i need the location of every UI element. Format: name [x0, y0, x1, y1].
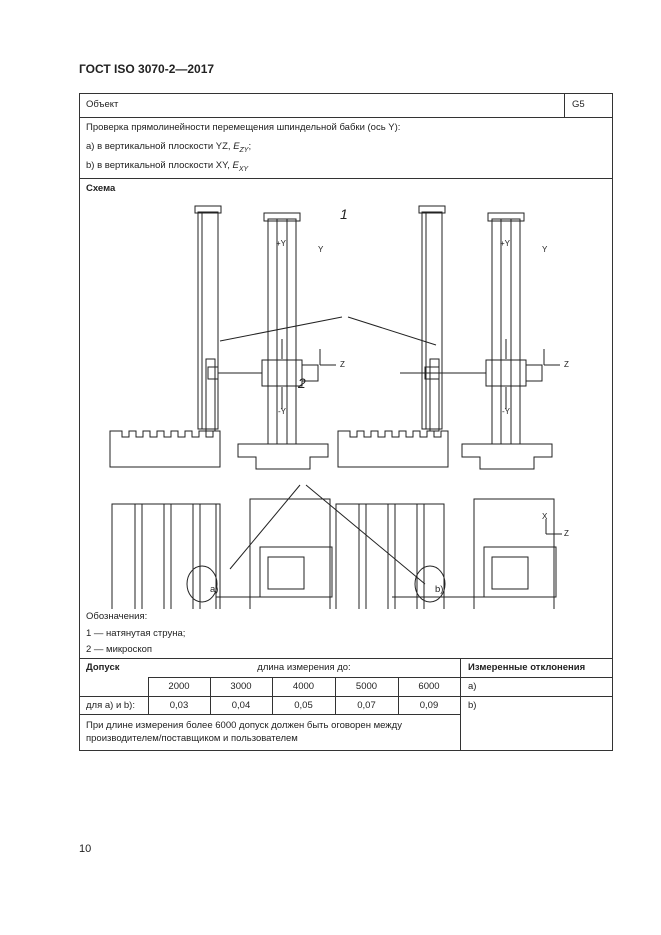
item-a-end: ; [248, 141, 252, 152]
microscope-a [207, 366, 219, 380]
length-header: длина измерения до: [257, 662, 351, 673]
axis-label-y: Y [542, 245, 548, 254]
tolerance-value: 0,03 [169, 700, 189, 711]
upper-view-a [109, 205, 336, 470]
measured-a: a) [468, 681, 477, 692]
leader-line-2 [229, 484, 301, 570]
legend-title: Обозначения: [86, 611, 148, 622]
table-top-view-b [335, 503, 445, 609]
machine-table-a [109, 430, 221, 468]
string-anchor-b [429, 358, 440, 432]
lower-view-b [335, 498, 562, 609]
leader-line-1 [219, 316, 343, 342]
axis-label-z: Z [564, 360, 569, 369]
table-divider [272, 677, 273, 714]
test-card: Объект G5 Проверка прямолинейности перем… [79, 93, 613, 751]
head-top-view-b [483, 546, 557, 598]
measured-b: b) [468, 700, 477, 711]
divider [80, 658, 612, 659]
callout-1: 1 [340, 206, 348, 222]
table-divider [210, 677, 211, 714]
item-b-text: b) в вертикальной плоскости XY, [86, 160, 233, 171]
page-number: 10 [79, 843, 92, 855]
item-b-symbol: E [232, 160, 239, 171]
string-column-b [421, 211, 443, 430]
axis-label-y: Y [318, 245, 324, 254]
leader-line-1 [347, 316, 437, 346]
column-cap-a [194, 205, 222, 214]
column-top-b [487, 212, 525, 222]
axis-label-minus-y: -Y [278, 407, 286, 416]
divider [80, 714, 460, 715]
legend-item-2: 2 — микроскоп [86, 644, 153, 655]
microscope-b [424, 366, 440, 380]
callout-2: 2 [298, 375, 306, 391]
item-b-subscript: XY [238, 165, 249, 173]
tolerance-value: 0,09 [419, 700, 439, 711]
base-a [237, 443, 329, 470]
column-top-view-b [473, 498, 555, 609]
length-cell: 6000 [418, 681, 440, 692]
object-label: Объект [86, 99, 119, 110]
length-cell: 3000 [230, 681, 252, 692]
code-divider [564, 94, 565, 117]
scheme-title: Схема [86, 183, 116, 194]
leader-line-2 [305, 484, 426, 585]
caption-b: b) [435, 584, 444, 595]
string-column-a [197, 211, 219, 430]
microscope-top-b [414, 565, 446, 603]
scheme-drawing [109, 205, 562, 609]
row-label: для а) и b): [86, 700, 135, 711]
object-item-b: b) в вертикальной плоскости XY, EXY [86, 160, 248, 173]
divider [148, 677, 460, 678]
item-a-symbol: E [233, 141, 240, 152]
legend-item-1: 1 — натянутая струна; [86, 628, 186, 639]
table-top-view-a [111, 503, 221, 609]
upper-view-b [337, 205, 560, 470]
tolerance-value: 0,04 [231, 700, 251, 711]
slide-top-view-b [491, 556, 529, 590]
item-a-subscript: ZY [239, 146, 249, 154]
column-cap-b [418, 205, 446, 214]
slide-top-view-a [267, 556, 305, 590]
axis-label-x: X [542, 512, 548, 521]
head-top-view-a [259, 546, 333, 598]
item-a-text: a) в вертикальной плоскости YZ, [86, 141, 234, 152]
length-cell: 5000 [355, 681, 378, 692]
measured-header: Измеренные отклонения [468, 662, 586, 673]
length-cell: 4000 [292, 681, 315, 692]
microscope-top-a [186, 565, 218, 603]
tolerance-label: Допуск [86, 662, 120, 673]
divider [80, 117, 612, 118]
axis-label-plus-y: +Y [276, 239, 287, 248]
axis-label-minus-y: -Y [502, 407, 510, 416]
object-item-a: a) в вертикальной плоскости YZ, EZY; [86, 141, 251, 154]
axis-label-z: Z [564, 529, 569, 538]
table-divider [335, 677, 336, 714]
tolerance-value: 0,05 [294, 700, 313, 711]
column-top-view-a [249, 498, 331, 609]
table-divider [460, 658, 461, 751]
string-anchor-a [205, 358, 216, 432]
column-top-a [263, 212, 301, 222]
machine-table-b [337, 430, 449, 468]
divider [80, 696, 612, 697]
base-b [461, 443, 553, 470]
length-cell: 2000 [168, 681, 190, 692]
object-description: Проверка прямолинейности перемещения шпи… [86, 122, 401, 133]
spindle-b [525, 364, 543, 382]
divider [460, 677, 612, 678]
axis-label-plus-y: +Y [500, 239, 511, 248]
spindle-a [301, 364, 319, 382]
table-divider [398, 677, 399, 714]
lower-view-a [111, 498, 333, 609]
tolerance-value: 0,07 [357, 700, 376, 711]
table-divider [148, 677, 149, 714]
object-code: G5 [572, 99, 585, 110]
divider [80, 178, 612, 179]
document-header: ГОСТ ISO 3070-2—2017 [79, 62, 215, 76]
caption-a: a) [210, 584, 219, 595]
axis-label-z: Z [340, 360, 345, 369]
tolerance-note: При длине измерения более 6000 допуск до… [86, 720, 402, 744]
